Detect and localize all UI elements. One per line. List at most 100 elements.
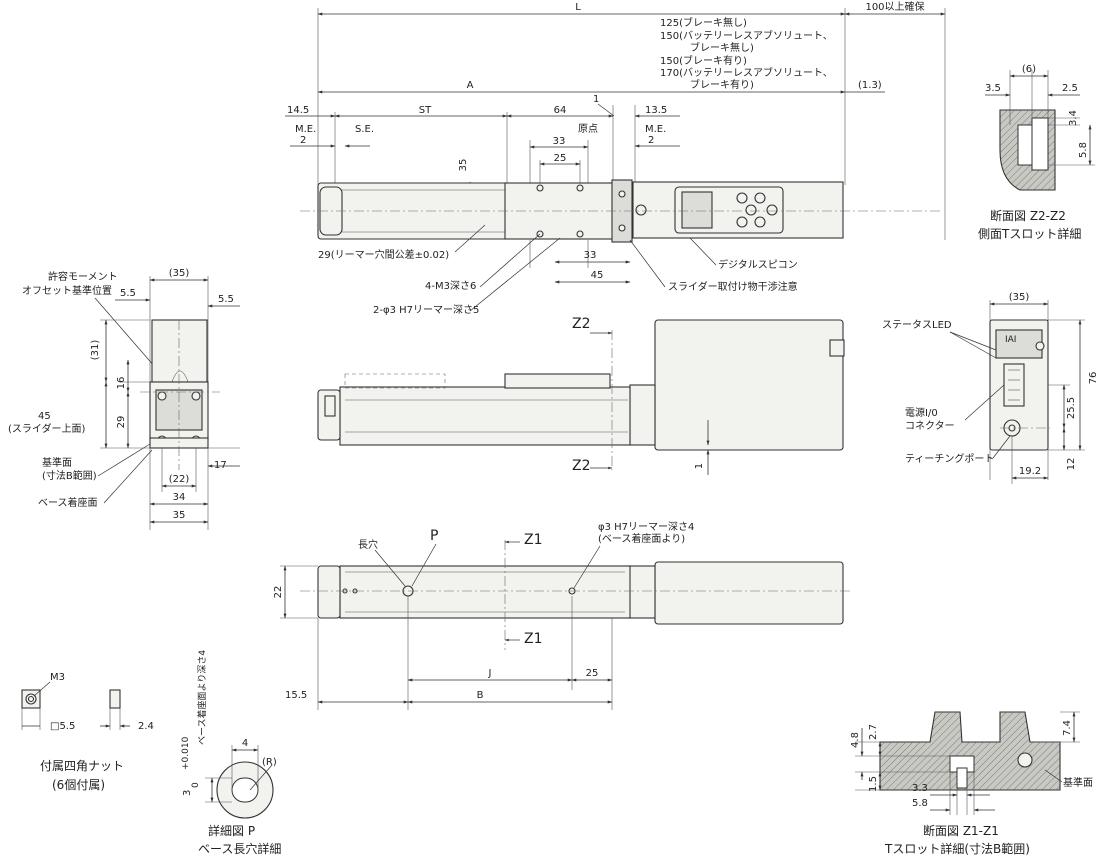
detail-p-label: P	[430, 528, 438, 544]
z1-bottom-label: Z1	[524, 631, 543, 647]
end-dim-76: 76	[1088, 372, 1099, 385]
digital-speed-label: デジタルスピコン	[718, 258, 798, 271]
dim-ST: ST	[419, 105, 432, 116]
motor-note-3: ブレーキ無し)	[690, 41, 754, 54]
status-led-label: ステータスLED	[882, 319, 952, 331]
bottom-motor	[654, 561, 844, 625]
side-dim-5-5-right: 5.5	[218, 294, 234, 305]
z2-dim-6: (6)	[1022, 64, 1036, 75]
detail-p-tol: 3	[182, 790, 193, 796]
front-dim-1: 1	[694, 463, 705, 469]
base-mount-label: ベース着座面	[38, 496, 98, 509]
moment-label-2: オフセット基準位置	[22, 284, 112, 297]
end-dim-35: (35)	[1009, 292, 1030, 303]
detail-p-subtitle: ベース長穴詳細	[198, 841, 281, 856]
z1-dim-3-3: 3.3	[912, 783, 928, 794]
motor-note-6: ブレーキ有り)	[690, 78, 754, 91]
dim-25-top: 25	[554, 153, 567, 164]
dim-13-5: 13.5	[645, 105, 667, 116]
z2-title: 断面図 Z2-Z2	[990, 208, 1066, 223]
bottom-dim-15-5: 15.5	[285, 690, 307, 701]
origin-label: 原点	[578, 123, 598, 135]
dim-100: 100以上確保	[865, 0, 924, 13]
bottom-dim-25: 25	[586, 668, 599, 679]
detail-p-dim-4: 4	[242, 738, 248, 749]
detail-p-depth: ベース着座面より深さ4	[196, 650, 208, 745]
side-dim-29: 29	[116, 416, 127, 429]
detail-p-tol-lower: 0	[191, 782, 201, 788]
dim-2-right: 2	[648, 135, 654, 146]
dim-14-5: 14.5	[287, 105, 309, 116]
reamer-pitch-note: 29(リーマー穴間公差±0.02)	[318, 248, 449, 261]
m3-holes	[536, 184, 626, 238]
se-label: S.E.	[355, 124, 374, 135]
dim-64: 64	[554, 105, 567, 116]
motor-note-5: 170(バッテリーレスアブソリュート、	[660, 66, 833, 79]
slider-interference-note: スライダー取付け物干渉注意	[668, 280, 798, 293]
dim-L: L	[575, 2, 581, 13]
z2-top-label: Z2	[572, 316, 591, 332]
side-dim-34: 34	[173, 492, 186, 503]
z2-dim-3-5: 3.5	[985, 83, 1001, 94]
iai-logo: IAI	[1005, 335, 1016, 345]
z1-section: 4.8 2.7 7.4 1.5 3.3 5.8 基準面 断面図 Z1-Z1 Tス…	[850, 711, 1093, 856]
side-dim-17: 17	[214, 460, 227, 471]
dim-2-left: 2	[300, 135, 306, 146]
power-connector-label-2: コネクター	[905, 420, 955, 432]
side-dim-35-top: (35)	[169, 268, 190, 279]
z2-bottom-label: Z2	[572, 458, 591, 474]
dim-33-bottom: 33	[584, 250, 597, 261]
z1-dim-7-4: 7.4	[1062, 720, 1073, 736]
z1-top-label: Z1	[524, 532, 543, 548]
motor-note-2: 150(バッテリーレスアブソリュート、	[660, 29, 833, 42]
reamer-holes-note: 2-φ3 H7リーマー深さ5	[373, 304, 479, 316]
z1-title: 断面図 Z1-Z1	[923, 823, 999, 838]
teaching-port-label: ティーチングポート	[905, 452, 994, 465]
bottom-dim-J: J	[488, 668, 492, 679]
z1-subtitle: Tスロット詳細(寸法B範囲)	[884, 841, 1030, 856]
reamer-bottom-label-2: (ベース着座面より)	[598, 532, 685, 545]
end-dim-19-2: 19.2	[1019, 466, 1041, 477]
moment-label-1: 許容モーメント	[48, 270, 118, 283]
long-hole-label: 長穴	[358, 538, 378, 551]
bottom-view: Z1 Z1 長穴 P φ3 H7リーマー深さ4 (ベース着座面より) 22 J …	[273, 521, 850, 710]
front-slider	[504, 373, 611, 389]
bottom-dim-B: B	[477, 690, 484, 701]
reamer-bottom-label-1: φ3 H7リーマー深さ4	[598, 521, 694, 533]
side-view: (35) 許容モーメント オフセット基準位置 5.5 5.5 (31) 16 4…	[8, 268, 240, 530]
dim-A: A	[467, 80, 474, 91]
z1-dim-1-5: 1.5	[868, 776, 879, 792]
dim-1-3: (1.3)	[858, 80, 882, 91]
detail-p-radius: (R)	[262, 757, 277, 768]
dim-1: 1	[593, 94, 599, 105]
front-actuator-base	[339, 386, 631, 446]
z1-dim-4-8: 4.8	[850, 732, 861, 748]
base-ref-label-2: (寸法B範囲)	[42, 469, 97, 482]
nut-m3: M3	[50, 672, 65, 683]
bottom-dim-22: 22	[273, 586, 284, 599]
side-dim-35-bottom: 35	[173, 510, 186, 521]
z1-dim-2-7: 2.7	[868, 724, 879, 740]
z2-dim-2-5: 2.5	[1062, 83, 1078, 94]
dim-35: 35	[458, 159, 469, 172]
top-view: L 100以上確保 125(ブレーキ無し) 150(バッテリーレスアブソリュート…	[285, 0, 946, 316]
base-ref-label-1: 基準面	[42, 456, 72, 469]
dim-33-top: 33	[553, 136, 566, 147]
motor-note-1: 125(ブレーキ無し)	[660, 16, 747, 29]
front-motor-housing	[654, 319, 844, 451]
side-dim-31: (31)	[90, 340, 101, 361]
side-dim-45: 45	[38, 411, 51, 422]
m3-note: 4-M3深さ6	[425, 280, 476, 292]
z1-base-ref: 基準面	[1063, 776, 1093, 789]
motor-note-4: 150(ブレーキ有り)	[660, 54, 747, 67]
detail-p: ベース着座面より深さ4 3 +0.010 0 4 (R) 詳細図 P ベース長穴…	[181, 650, 281, 856]
detail-p-tol-upper: +0.010	[181, 736, 191, 770]
side-dim-22: (22)	[169, 474, 190, 485]
nut-title: 付属四角ナット	[40, 759, 124, 773]
z1-dim-5-8: 5.8	[912, 798, 928, 809]
me-right: M.E.	[645, 124, 666, 135]
side-dim-5-5-left: 5.5	[120, 288, 136, 299]
power-connector-label-1: 電源I/0	[905, 406, 938, 419]
nut-dim-5-5: □5.5	[50, 721, 75, 732]
